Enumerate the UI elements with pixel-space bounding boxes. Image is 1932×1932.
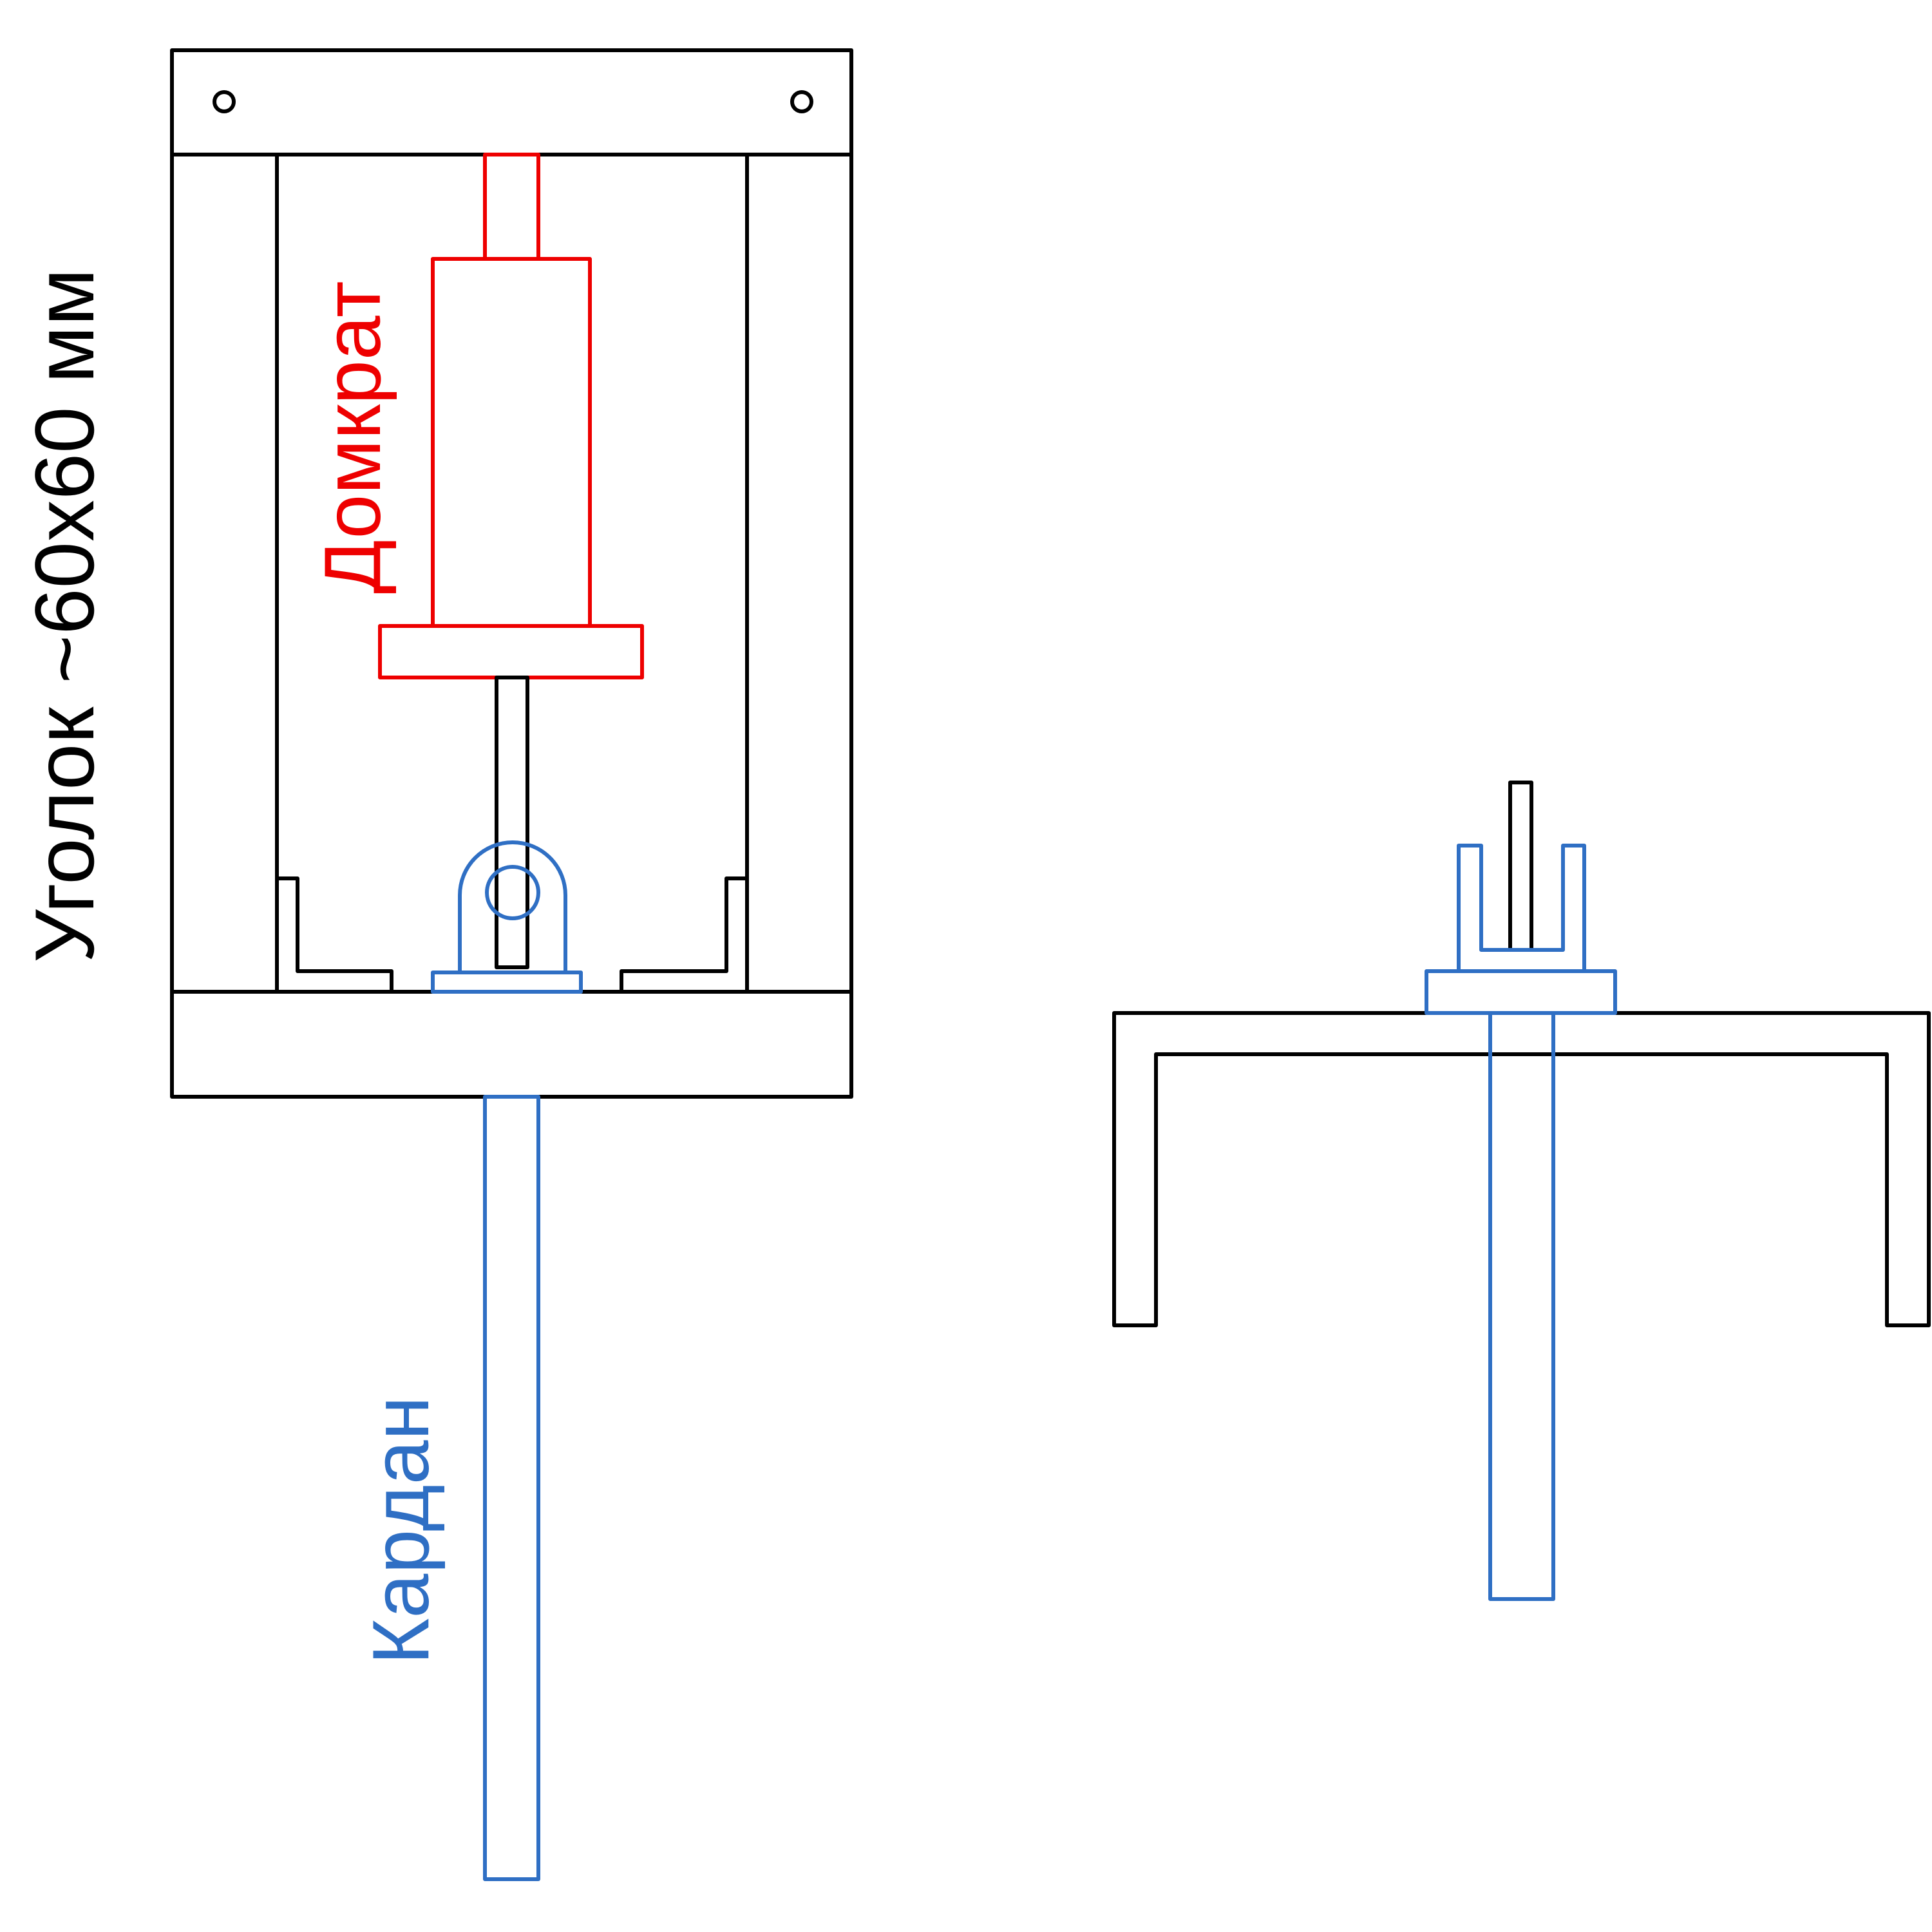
frame-front-view <box>170 48 853 1099</box>
channel-profile <box>1112 1011 1931 1327</box>
cardan-plate <box>431 971 583 994</box>
bolt-hole-right <box>790 90 813 113</box>
cardan-shaft <box>483 1095 540 1881</box>
frame-outer <box>170 48 853 1099</box>
side-cardan-shaft <box>1488 1011 1555 1601</box>
jack-cylinder <box>431 257 592 628</box>
channel-side-view <box>1112 781 1931 1327</box>
jack <box>378 153 644 679</box>
angle-bracket-left <box>275 876 393 994</box>
jack-top-rod <box>483 153 540 261</box>
bolt-hole-left <box>213 90 236 113</box>
cardan <box>431 840 583 1881</box>
jack-base <box>378 624 644 679</box>
side-push-rod <box>1508 781 1533 952</box>
side-cardan <box>1425 844 1617 1601</box>
cardan-pin <box>485 865 540 920</box>
label-angle-profile: Уголок ~60х60 мм <box>17 269 111 963</box>
side-cardan-fork <box>1457 844 1586 971</box>
label-cardan: Кардан <box>357 1396 446 1665</box>
cardan-yoke <box>458 840 567 972</box>
label-jack: Домкрат <box>308 281 397 594</box>
angle-bracket-right <box>620 876 749 994</box>
push-rod <box>495 676 529 969</box>
side-cardan-plate <box>1425 969 1617 1015</box>
